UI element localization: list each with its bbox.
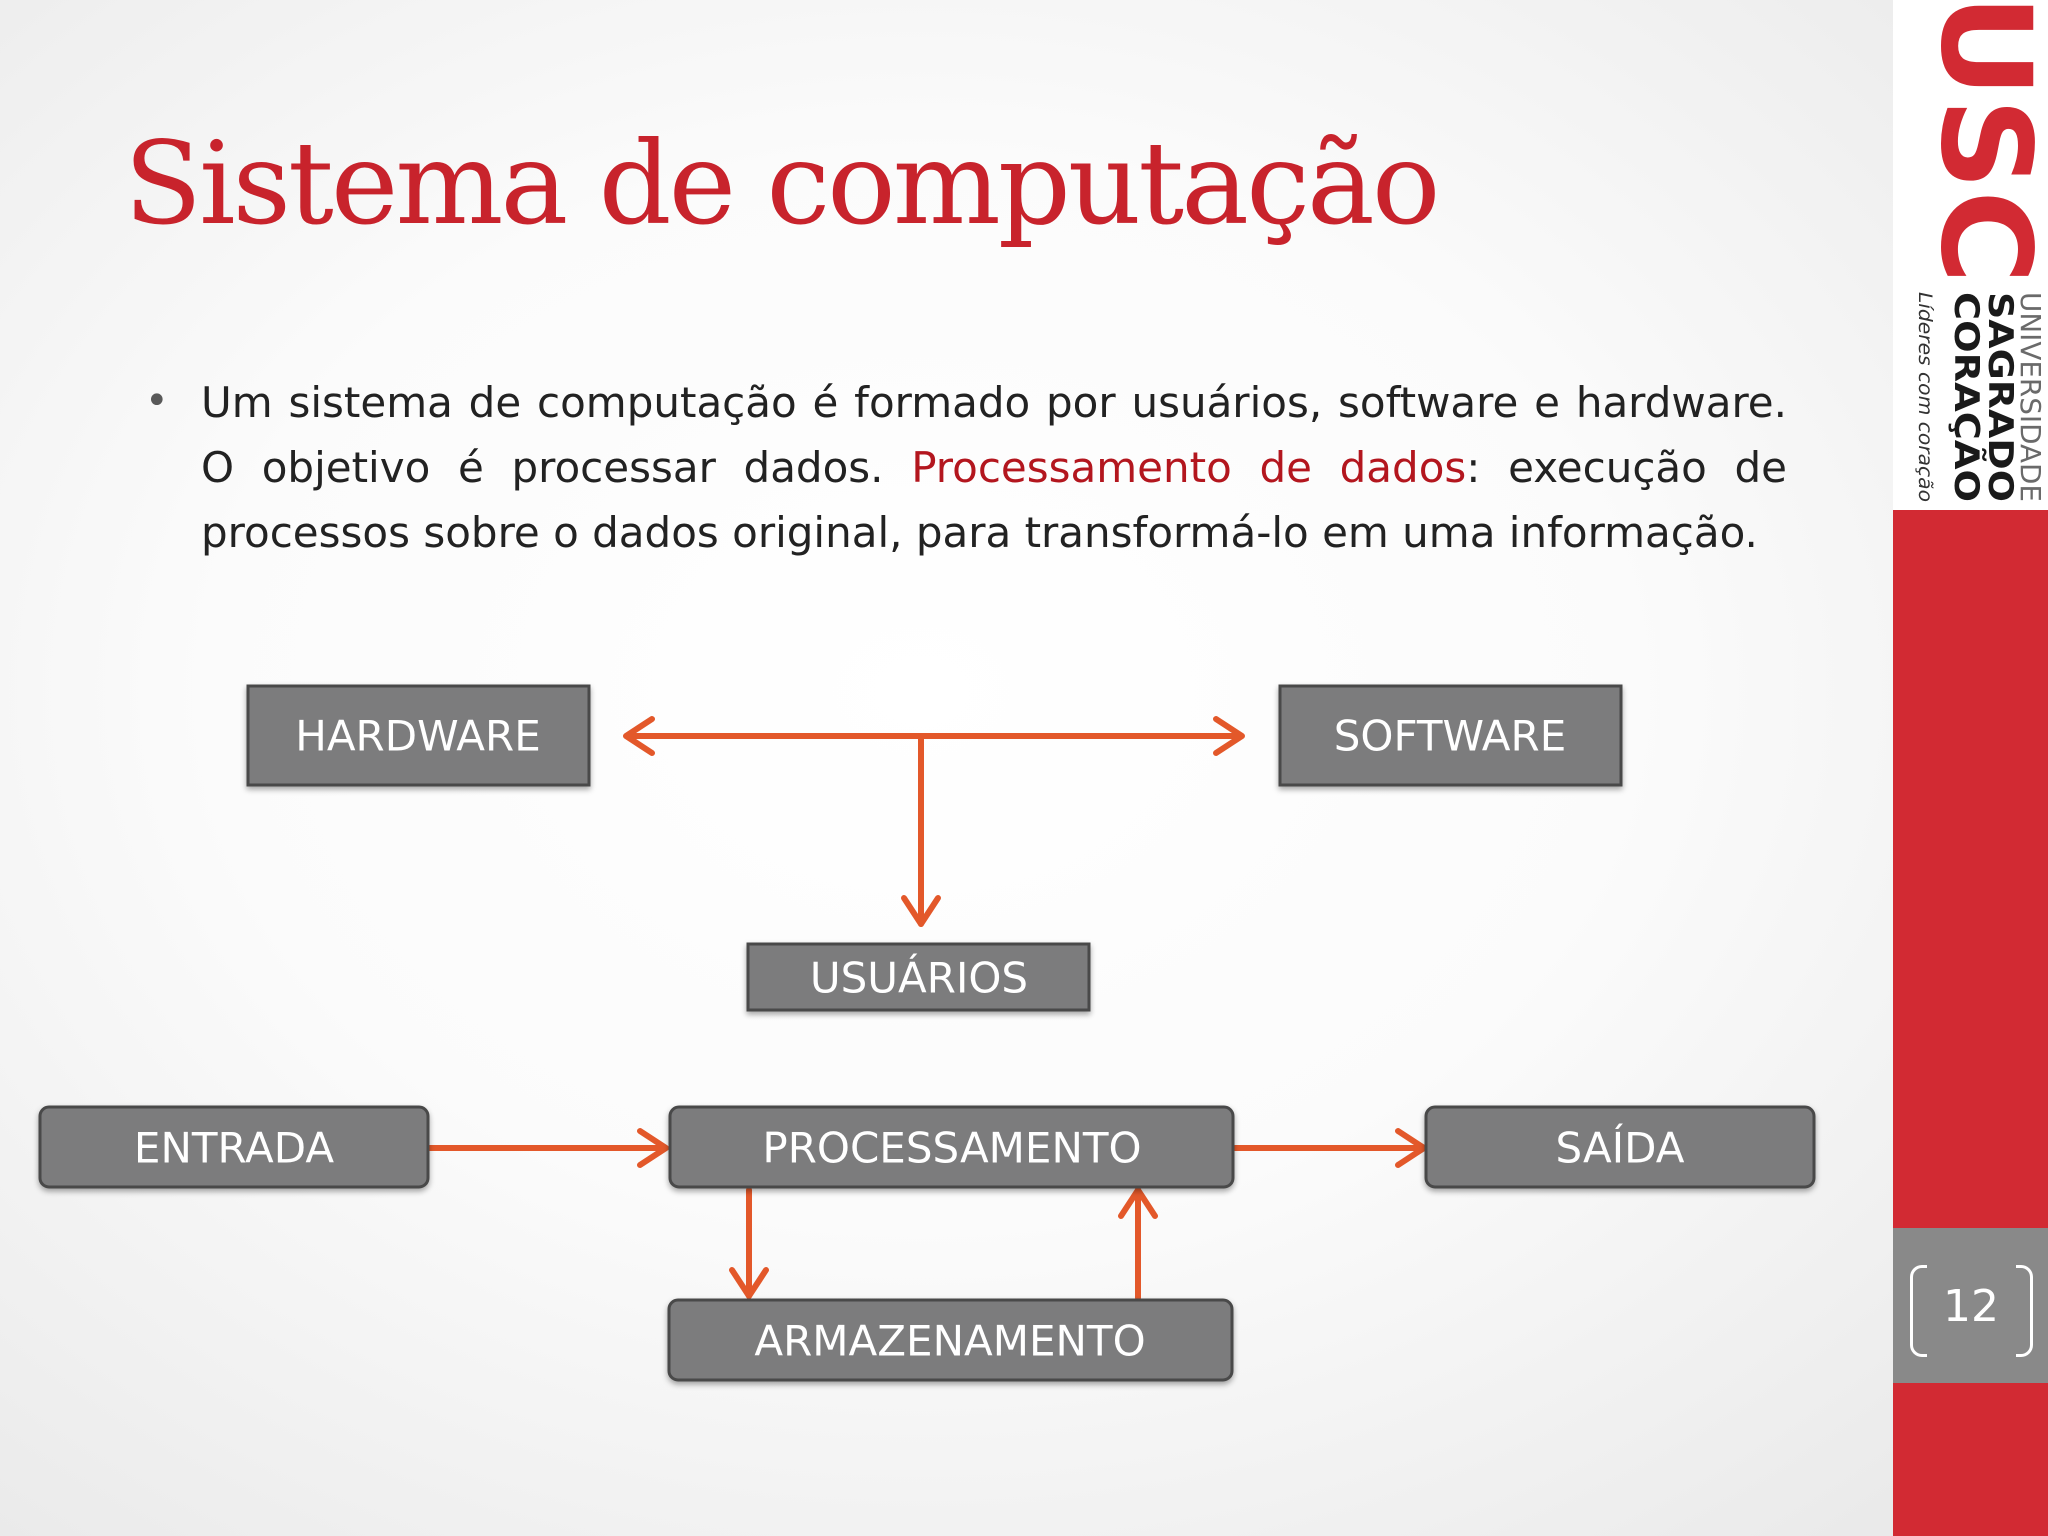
node-processamento: PROCESSAMENTO bbox=[668, 1105, 1235, 1189]
node-entrada-label: ENTRADA bbox=[134, 1124, 334, 1173]
bullet-item: • Um sistema de computação é formado por… bbox=[145, 370, 1787, 565]
bullet-icon: • bbox=[145, 378, 169, 424]
bullet-text-start: Um sistema de computação é formado por u… bbox=[201, 378, 1787, 493]
page-number-bracket-left bbox=[1910, 1265, 1927, 1357]
node-usuarios-label: USUÁRIOS bbox=[810, 953, 1028, 1003]
slide-title: Sistema de computação bbox=[124, 117, 1441, 250]
sidebar-red-band-bottom bbox=[1893, 1383, 2048, 1536]
arrowhead-to-processamento bbox=[637, 1128, 669, 1168]
page-number-panel bbox=[1893, 1228, 2048, 1383]
usc-logo: USC UNIVERSIDADE SAGRADO CORAÇÃO Líderes… bbox=[1913, 0, 2048, 502]
logo-letters: USC bbox=[1913, 0, 2048, 284]
node-usuarios: USUÁRIOS bbox=[746, 942, 1091, 1012]
node-saida-label: SAÍDA bbox=[1556, 1123, 1685, 1173]
node-armazenamento: ARMAZENAMENTO bbox=[667, 1298, 1234, 1382]
node-software-label: SOFTWARE bbox=[1334, 712, 1566, 761]
logo-line-universidade: UNIVERSIDADE bbox=[2014, 292, 2047, 502]
arrowhead-to-software bbox=[1213, 716, 1245, 756]
sidebar-red-band bbox=[1893, 510, 2048, 1228]
logo-line-coracao: CORAÇÃO bbox=[1946, 292, 1987, 502]
page-number: 12 bbox=[1943, 1280, 1999, 1332]
arrowhead-to-hardware bbox=[623, 716, 655, 756]
highlight-term: Processamento de dados bbox=[911, 443, 1467, 493]
connector-group bbox=[427, 716, 1427, 1301]
node-entrada: ENTRADA bbox=[38, 1105, 430, 1189]
bullet-text: Um sistema de computação é formado por u… bbox=[201, 370, 1787, 565]
node-processamento-label: PROCESSAMENTO bbox=[762, 1124, 1141, 1173]
node-hardware-label: HARDWARE bbox=[295, 712, 541, 761]
arrowhead-to-saida bbox=[1395, 1128, 1427, 1168]
page-number-bracket-right bbox=[2016, 1265, 2033, 1357]
node-software: SOFTWARE bbox=[1278, 684, 1623, 787]
arrowhead-to-usuarios bbox=[901, 895, 941, 927]
arrowhead-to-armazenamento bbox=[729, 1267, 769, 1299]
node-hardware: HARDWARE bbox=[246, 684, 591, 787]
logo-tagline: Líderes com coração bbox=[1914, 292, 1936, 502]
node-saida: SAÍDA bbox=[1424, 1105, 1816, 1189]
bullet-text-end: : execução de processos sobre o dados or… bbox=[201, 443, 1788, 558]
logo-line-sagrado: SAGRADO bbox=[1980, 292, 2020, 502]
node-armazenamento-label: ARMAZENAMENTO bbox=[754, 1317, 1145, 1366]
arrowhead-back-to-processamento bbox=[1118, 1187, 1158, 1219]
